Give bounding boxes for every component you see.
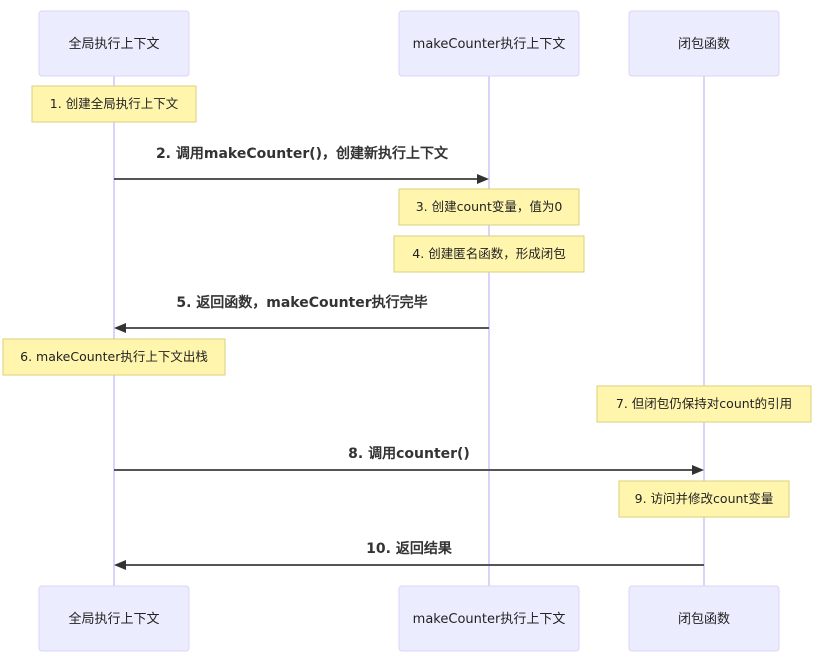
message-label: 10. 返回结果 — [366, 540, 453, 557]
message-label: 2. 调用makeCounter()，创建新执行上下文 — [156, 145, 449, 162]
note-step-3: 3. 创建count变量，值为0 — [398, 188, 580, 226]
note-step-6: 6. makeCounter执行上下文出栈 — [2, 338, 226, 376]
note-step-1: 1. 创建全局执行上下文 — [31, 85, 197, 123]
actor-label: 闭包函数 — [678, 37, 730, 52]
actor-closure-bottom[interactable]: 闭包函数 — [628, 585, 780, 652]
actor-closure-top[interactable]: 闭包函数 — [628, 10, 780, 77]
actor-global-top[interactable]: 全局执行上下文 — [38, 10, 190, 77]
message-step-8: 8. 调用counter() — [114, 446, 704, 475]
actor-label: makeCounter执行上下文 — [413, 612, 566, 627]
message-step-5: 5. 返回函数，makeCounter执行完毕 — [114, 294, 489, 333]
note-text: 4. 创建匿名函数，形成闭包 — [412, 246, 565, 261]
message-label: 5. 返回函数，makeCounter执行完毕 — [176, 294, 427, 311]
note-text: 1. 创建全局执行上下文 — [50, 96, 179, 111]
message-step-10: 10. 返回结果 — [114, 540, 704, 570]
actor-label: 全局执行上下文 — [68, 36, 159, 52]
note-step-7: 7. 但闭包仍保持对count的引用 — [596, 385, 812, 423]
actor-global-bottom[interactable]: 全局执行上下文 — [38, 585, 190, 652]
actor-make-top[interactable]: makeCounter执行上下文 — [398, 10, 580, 77]
actor-label: 全局执行上下文 — [68, 611, 159, 627]
actor-label: makeCounter执行上下文 — [413, 37, 566, 52]
actor-make-bottom[interactable]: makeCounter执行上下文 — [398, 585, 580, 652]
note-step-4: 4. 创建匿名函数，形成闭包 — [393, 235, 585, 273]
note-text: 6. makeCounter执行上下文出栈 — [20, 349, 208, 364]
message-step-2: 2. 调用makeCounter()，创建新执行上下文 — [114, 145, 489, 184]
note-text: 3. 创建count变量，值为0 — [416, 199, 563, 214]
message-label: 8. 调用counter() — [348, 446, 470, 462]
note-text: 7. 但闭包仍保持对count的引用 — [616, 396, 792, 411]
actor-label: 闭包函数 — [678, 612, 730, 627]
note-text: 9. 访问并修改count变量 — [635, 491, 774, 506]
note-step-9: 9. 访问并修改count变量 — [618, 480, 790, 518]
